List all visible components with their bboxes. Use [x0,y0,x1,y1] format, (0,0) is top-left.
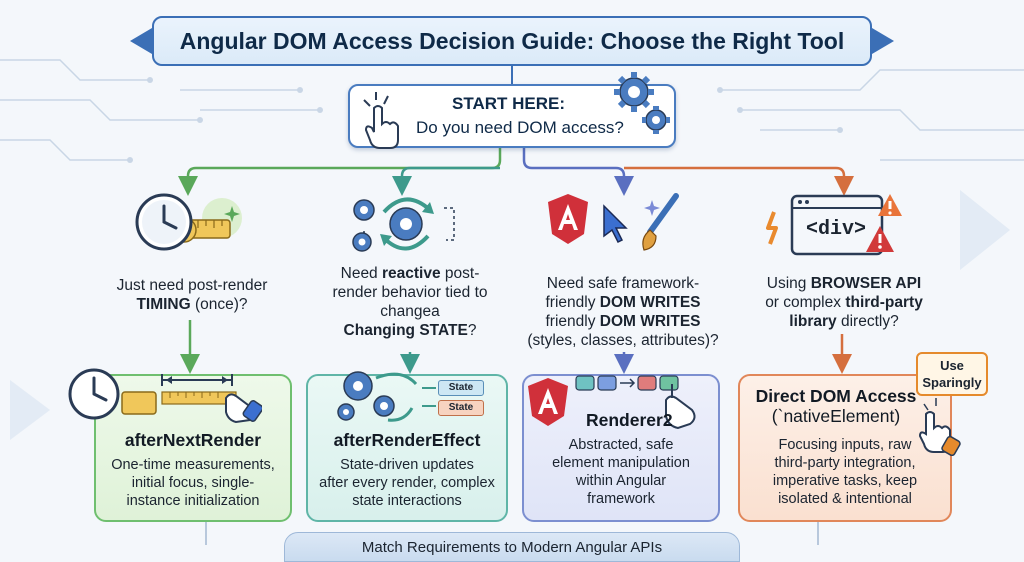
measure-clock-icon [68,368,262,424]
start-title: START HERE: [452,94,566,113]
footer-banner: Match Requirements to Modern Angular API… [284,532,740,562]
page-title: Angular DOM Access Decision Guide: Choos… [152,16,872,66]
renderer2-icon [528,375,696,430]
afterrendereffect-title: afterRenderEffect [333,430,481,450]
result-afterrendereffect [306,374,508,522]
renderer2-title: Renderer2 [586,410,673,430]
question-dom-writes: Need safe framework- friendly DOM WRITES… [527,275,719,349]
direct-dom-title: Direct DOM Access [755,386,917,406]
browser-window-icon: <div> [766,190,904,260]
direct-dom-subtitle: (`nativeElement) [771,406,901,426]
title-ribbon-left [130,28,152,54]
question-timing: Just need post-render TIMING (once)? [116,277,268,313]
start-question: Do you need DOM access? [416,118,624,137]
question-reactive: Need reactive post- render behavior tied… [332,265,488,339]
question-browser-api: Using BROWSER API or complex third-party… [765,275,923,330]
afternextrender-title: afterNextRender [124,430,262,450]
title-ribbon-right [872,28,894,54]
angular-cursor-brush-icon [548,193,679,251]
clock-tape-icon [135,193,242,251]
state-tag-1: State [438,380,484,396]
state-gears-icon [337,371,436,422]
tap-hand-icon [918,398,961,456]
gears-icon [614,72,670,134]
div-tag-label: <div> [806,218,867,241]
state-tag-2: State [438,400,484,416]
afternextrender-desc: One-time measurements,initial focus, sin… [111,457,275,509]
result-direct-dom [738,374,952,522]
pointer-hand-icon [363,92,399,149]
reactive-gears-icon [352,197,455,252]
